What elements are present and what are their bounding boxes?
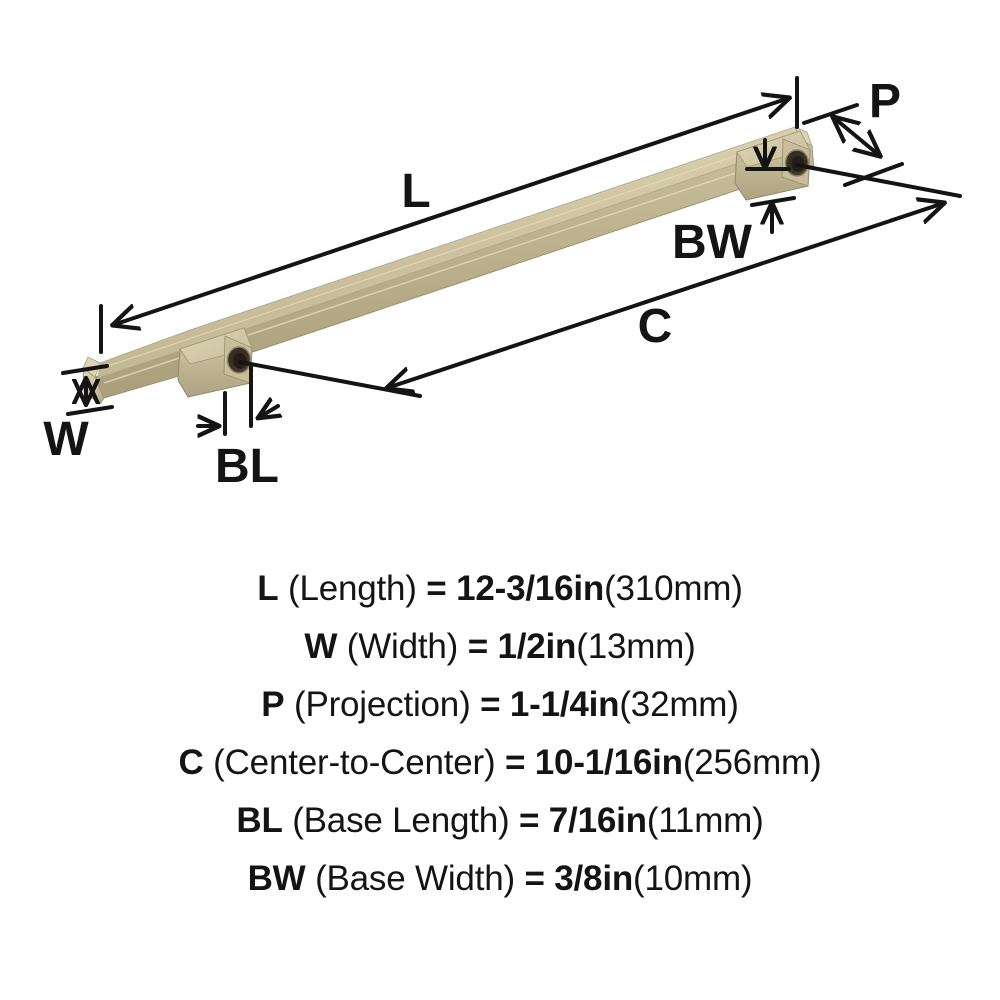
length-label: L [401,165,430,218]
spec-row-length: L (Length) = 12-3/16in(310mm) [0,560,1000,618]
spec-metric-base-length: (11mm) [646,801,764,840]
length-dimension-line [113,98,789,325]
dimension-base-length [196,365,278,434]
projection-label: P [869,75,901,128]
spec-name-center-to-center: (Center-to-Center) [213,743,496,782]
spec-metric-base-width: (10mm) [633,859,753,898]
spec-code-base-width: BW [247,859,306,898]
dimension-length [99,76,799,354]
spec-row-center-to-center: C (Center-to-Center) = 10-1/16in(256mm) [0,734,1000,792]
spec-imperial-projection: 1-1/4in [509,685,620,724]
spec-metric-length: (310mm) [604,569,743,608]
spec-equals-length: = [426,569,447,608]
spec-row-width: W (Width) = 1/2in(13mm) [0,618,1000,676]
specification-list: L (Length) = 12-3/16in(310mm) W (Width) … [0,560,1000,908]
spec-metric-center-to-center: (256mm) [682,743,822,782]
projection-extension-upper [802,103,859,125]
spec-metric-projection: (32mm) [619,685,739,724]
spec-imperial-base-length: 7/16in [548,801,647,840]
spec-name-projection: (Projection) [293,685,471,724]
dimension-projection [802,103,904,187]
spec-name-base-width: (Base Width) [315,859,515,898]
spec-row-base-length: BL (Base Length) = 7/16in(11mm) [0,792,1000,850]
projection-extension-lower [843,162,904,187]
spec-row-projection: P (Projection) = 1-1/4in(32mm) [0,676,1000,734]
ctc-leader-left [238,360,422,398]
spec-imperial-length: 12-3/16in [456,569,605,608]
center-to-center-label: C [638,300,673,353]
ctc-dimension-line [387,203,944,388]
width-label: W [43,413,89,466]
spec-equals-base-width: = [524,859,545,898]
spec-imperial-base-width: 3/8in [554,859,634,898]
dimension-center-to-center [238,163,962,398]
spec-imperial-center-to-center: 10-1/16in [534,743,683,782]
base-length-arrow-right [258,406,278,418]
spec-name-width: (Width) [346,627,459,666]
spec-code-length: L [257,569,279,608]
dimension-base-width [745,138,796,234]
spec-metric-width: (13mm) [576,627,696,666]
spec-imperial-width: 1/2in [497,627,577,666]
dimension-width [61,364,114,416]
width-tick-upper [61,364,109,375]
spec-equals-width: = [467,627,488,666]
projection-dimension-line [833,117,880,156]
spec-row-base-width: BW (Base Width) = 3/8in(10mm) [0,850,1000,908]
spec-name-length: (Length) [288,569,417,608]
base-width-label: BW [672,216,753,269]
base-length-label: BL [215,440,279,493]
spec-code-projection: P [261,685,285,724]
width-tick-lower [66,405,114,416]
ctc-leader-right [795,163,962,198]
spec-equals-center-to-center: = [505,743,526,782]
product-dimension-drawing: L C P BW W [43,75,962,493]
spec-equals-base-length: = [519,801,540,840]
spec-code-width: W [304,627,338,666]
spec-code-center-to-center: C [178,743,204,782]
spec-name-base-length: (Base Length) [292,801,510,840]
spec-code-base-length: BL [236,801,283,840]
spec-equals-projection: = [480,685,501,724]
